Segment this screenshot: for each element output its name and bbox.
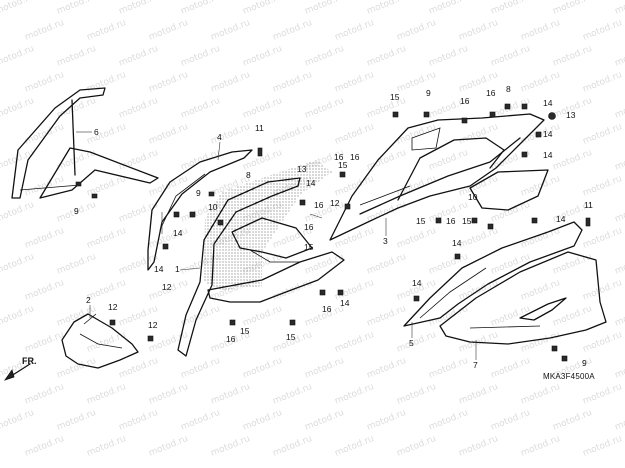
- callout-12: 12: [108, 302, 118, 312]
- callout-13: 13: [297, 164, 307, 174]
- watermark-text: motod.ru: [614, 44, 625, 69]
- fasteners: [75, 103, 591, 362]
- callout-8: 8: [246, 170, 251, 180]
- callout-12: 12: [330, 198, 340, 208]
- callout-10: 10: [468, 192, 478, 202]
- front-direction-arrow: [3, 363, 31, 381]
- callout-3: 3: [383, 236, 388, 246]
- callout-leaders: [76, 131, 477, 360]
- callout-14: 14: [340, 298, 350, 308]
- callouts: 1 2 3 4 5 6 7 8 8 9 9 9 9 10 10 11 11 12…: [74, 84, 593, 370]
- callout-15: 15: [416, 216, 426, 226]
- callout-5: 5: [409, 338, 414, 348]
- callout-4: 4: [217, 132, 222, 142]
- callout-14: 14: [452, 238, 462, 248]
- callout-14: 14: [154, 264, 164, 274]
- watermark-text: motod.ru: [614, 408, 625, 433]
- callout-15: 15: [390, 92, 400, 102]
- callout-16: 16: [486, 88, 496, 98]
- callout-15: 15: [286, 332, 296, 342]
- watermark-text: motod.ru: [614, 148, 625, 173]
- diagram-code: MKA3F4500A: [543, 372, 595, 381]
- part-1-middle-cowl: [177, 160, 345, 357]
- watermark-text: motod.ru: [614, 252, 625, 277]
- callout-14: 14: [306, 178, 316, 188]
- watermark-text: motod.ru: [614, 304, 625, 329]
- callout-16: 16: [334, 152, 344, 162]
- callout-16: 16: [460, 96, 470, 106]
- part-7-outer-cover: [439, 251, 607, 345]
- callout-2: 2: [86, 295, 91, 305]
- callout-15: 15: [304, 242, 314, 252]
- callout-12: 12: [162, 282, 172, 292]
- callout-16: 16: [446, 216, 456, 226]
- callout-13: 13: [566, 110, 576, 120]
- part-5-side-cover: [403, 221, 583, 327]
- part-4-side-strip: [147, 149, 253, 271]
- watermark-text: motod.ru: [614, 200, 625, 225]
- callout-6: 6: [94, 127, 99, 137]
- watermark-text: motod.ru: [614, 96, 625, 121]
- callout-9: 9: [582, 358, 587, 368]
- callout-15: 15: [462, 216, 472, 226]
- callout-12: 12: [148, 320, 158, 330]
- callout-14: 14: [543, 129, 553, 139]
- watermark-text: motod.ru: [614, 356, 625, 381]
- callout-15: 15: [338, 160, 348, 170]
- part-2-bracket: [61, 313, 139, 369]
- direction-label: FR.: [22, 356, 37, 366]
- callout-14: 14: [543, 98, 553, 108]
- callout-1: 1: [175, 264, 180, 274]
- callout-7: 7: [473, 360, 478, 370]
- callout-14: 14: [173, 228, 183, 238]
- callout-11: 11: [255, 123, 264, 133]
- callout-10: 10: [208, 202, 218, 212]
- callout-14: 14: [556, 214, 566, 224]
- part-3-inner-panel: [329, 113, 549, 241]
- callout-9: 9: [74, 206, 79, 216]
- callout-16: 16: [350, 152, 360, 162]
- callout-15: 15: [240, 326, 250, 336]
- watermark-text: motod.ru: [614, 0, 625, 17]
- callout-16: 16: [304, 222, 314, 232]
- callout-9: 9: [196, 188, 201, 198]
- callout-16: 16: [226, 334, 236, 344]
- callout-16: 16: [322, 304, 332, 314]
- callout-16: 16: [314, 200, 324, 210]
- callout-9: 9: [426, 88, 431, 98]
- callout-11: 11: [584, 200, 593, 210]
- callout-14: 14: [543, 150, 553, 160]
- callout-8: 8: [506, 84, 511, 94]
- part-6-brace: [11, 87, 159, 199]
- callout-14: 14: [412, 278, 422, 288]
